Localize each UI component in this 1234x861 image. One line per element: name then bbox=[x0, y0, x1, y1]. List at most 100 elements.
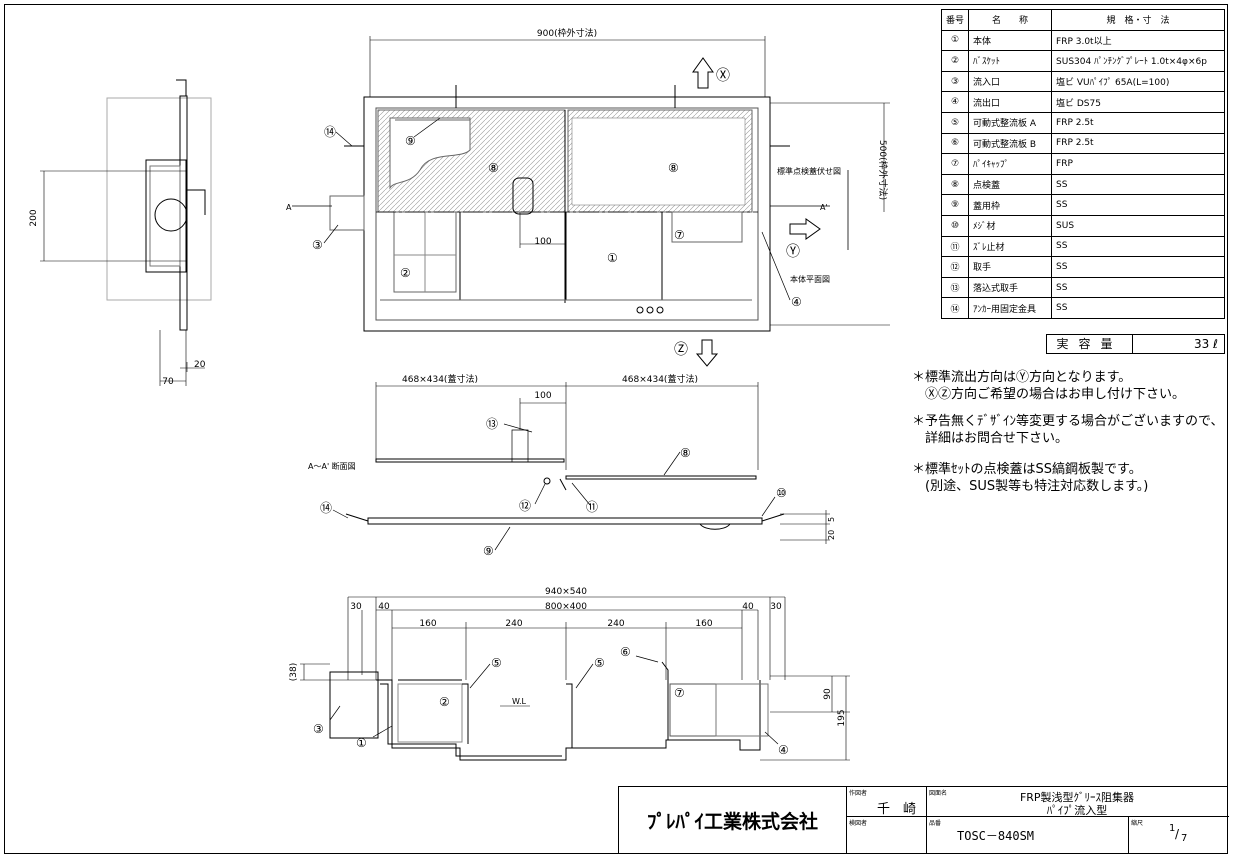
callout-8-plan-left: ⑧ bbox=[488, 161, 499, 175]
section-dim-90: 90 bbox=[823, 688, 833, 700]
part-name: 流入口 bbox=[968, 70, 1053, 93]
part-spec: SS bbox=[1051, 256, 1225, 278]
scale-label: 縮尺 bbox=[1131, 820, 1144, 827]
cover-dim-100: 100 bbox=[534, 391, 551, 401]
callout-4-plan: ④ bbox=[791, 295, 802, 309]
drawing-name-line1: FRP製浅型ｸﾞﾘｰｽ阻集器 bbox=[1019, 791, 1135, 804]
callout-7-section: ⑦ bbox=[674, 686, 685, 700]
section-aa-title: A～A' 断面図 bbox=[308, 461, 356, 471]
capacity-value: 33 ℓ bbox=[1193, 337, 1218, 351]
cover-dim-right: 468×434(蓋寸法) bbox=[622, 373, 698, 385]
part-name: 本体 bbox=[968, 29, 1053, 52]
part-name: 点検蓋 bbox=[968, 173, 1053, 196]
checked-by-cell: 検図者 bbox=[847, 817, 927, 853]
header-number: 番号 bbox=[940, 9, 970, 31]
callout-8-plan-right: ⑧ bbox=[668, 161, 679, 175]
part-spec: SS bbox=[1051, 235, 1225, 258]
part-spec: FRP bbox=[1051, 153, 1225, 175]
part-number: ⑬ bbox=[940, 276, 970, 299]
part-name: ﾒｼﾞ材 bbox=[968, 214, 1053, 237]
callout-8-section: ⑧ bbox=[680, 446, 691, 460]
cover-dim-5: 5 bbox=[827, 517, 836, 522]
part-name: 可動式整流板 A bbox=[968, 111, 1053, 134]
callout-2-plan: ② bbox=[400, 266, 411, 280]
plan-dim-100: 100 bbox=[534, 237, 551, 247]
callout-5-section-b: ⑤ bbox=[594, 656, 605, 670]
section-dim-40-right: 40 bbox=[742, 602, 754, 612]
cover-dim-20: 20 bbox=[827, 530, 836, 540]
part-spec: SUS bbox=[1051, 214, 1225, 237]
part-number: ① bbox=[940, 29, 970, 52]
part-name: ﾊﾞｽｹｯﾄ bbox=[968, 50, 1053, 72]
part-number: ⑪ bbox=[940, 235, 970, 258]
callout-7-plan: ⑦ bbox=[674, 228, 685, 242]
drawing-frame bbox=[4, 4, 1228, 854]
header-spec: 規 格・寸 法 bbox=[1051, 9, 1225, 31]
part-name: 取手 bbox=[968, 256, 1053, 278]
header-name: 名 称 bbox=[968, 9, 1053, 31]
part-name: ﾊﾟｲｷｬｯﾌﾟ bbox=[968, 153, 1053, 175]
section-mark-a-prime: A' bbox=[820, 203, 828, 212]
side-view bbox=[40, 79, 212, 386]
part-number: ⑩ bbox=[940, 214, 970, 237]
callout-13: ⑬ bbox=[486, 417, 498, 431]
part-spec: FRP 2.5t bbox=[1051, 132, 1225, 155]
note-design-change: ＊予告無くﾃﾞｻﾞｲﾝ等変更する場合がございますので、 詳細はお問合せ下さい。 bbox=[912, 414, 1224, 446]
cover-dim-left: 468×434(蓋寸法) bbox=[402, 373, 478, 385]
model-number: TOSC－840SM bbox=[957, 829, 1035, 843]
drawing-name-line2: ﾊﾟｲﾌﾟ流入型 bbox=[1046, 804, 1108, 817]
label-standard-cover: 標準点検蓋伏せ図 bbox=[777, 166, 841, 176]
part-spec: 塩ビ DS75 bbox=[1051, 91, 1225, 113]
part-spec: FRP 3.0t以上 bbox=[1051, 29, 1225, 52]
callout-4-section: ④ bbox=[778, 743, 789, 757]
company-name: ﾌﾟﾚﾊﾟｲ工業株式会社 bbox=[619, 787, 847, 853]
section-dim-inner: 800×400 bbox=[545, 602, 587, 612]
section-mark-a: A bbox=[286, 203, 292, 212]
part-number: ⑧ bbox=[940, 173, 970, 196]
callout-10: ⑩ bbox=[776, 486, 787, 500]
part-number: ⑨ bbox=[940, 194, 970, 216]
drawing-name-label: 図面名 bbox=[929, 790, 948, 797]
scale-numerator: 1 bbox=[1169, 823, 1176, 834]
part-spec: SUS304 ﾊﾟﾝﾁﾝｸﾞﾌﾟﾚｰﾄ 1.0t×4φ×6p bbox=[1051, 50, 1225, 72]
note-flow-direction: ＊標準流出方向はⓎ方向となります。 ⓍⓏ方向ご希望の場合はお申し付け下さい。 bbox=[912, 370, 1186, 402]
part-number: ③ bbox=[940, 70, 970, 93]
callout-14-section: ⑭ bbox=[320, 501, 332, 515]
scale-slash: / bbox=[1175, 827, 1180, 841]
callout-5-section-a: ⑤ bbox=[491, 656, 502, 670]
callout-14-plan: ⑭ bbox=[324, 125, 336, 139]
section-dim-total: 940×540 bbox=[545, 587, 587, 597]
model-cell: 品番 TOSC－840SM bbox=[927, 817, 1129, 853]
plan-dim-right: 500(枠外寸法) bbox=[877, 140, 889, 200]
callout-9-section: ⑨ bbox=[483, 544, 494, 558]
drawn-by-name: 千 崎 bbox=[877, 802, 917, 817]
part-number: ② bbox=[940, 50, 970, 72]
callout-1-section: ① bbox=[356, 736, 367, 750]
part-spec: SS bbox=[1051, 297, 1225, 319]
part-name: ｱﾝｶｰ用固定金具 bbox=[968, 297, 1053, 319]
callout-11: ⑪ bbox=[586, 500, 598, 514]
parts-table-header: 番号 名 称 規 格・寸 法 bbox=[940, 9, 1225, 31]
callout-6-section: ⑥ bbox=[620, 645, 631, 659]
drawing-name-cell: 図面名 FRP製浅型ｸﾞﾘｰｽ阻集器 ﾊﾟｲﾌﾟ流入型 bbox=[927, 787, 1229, 817]
drawn-by-label: 作図者 bbox=[849, 790, 868, 797]
capacity-label: 実容量 bbox=[1047, 335, 1133, 353]
scale-denominator: 7 bbox=[1181, 833, 1188, 844]
part-spec: FRP 2.5t bbox=[1051, 111, 1225, 134]
side-dim-20: 20 bbox=[194, 360, 206, 370]
section-dim-40-left: 40 bbox=[378, 602, 390, 612]
part-name: 落込式取手 bbox=[968, 276, 1053, 299]
